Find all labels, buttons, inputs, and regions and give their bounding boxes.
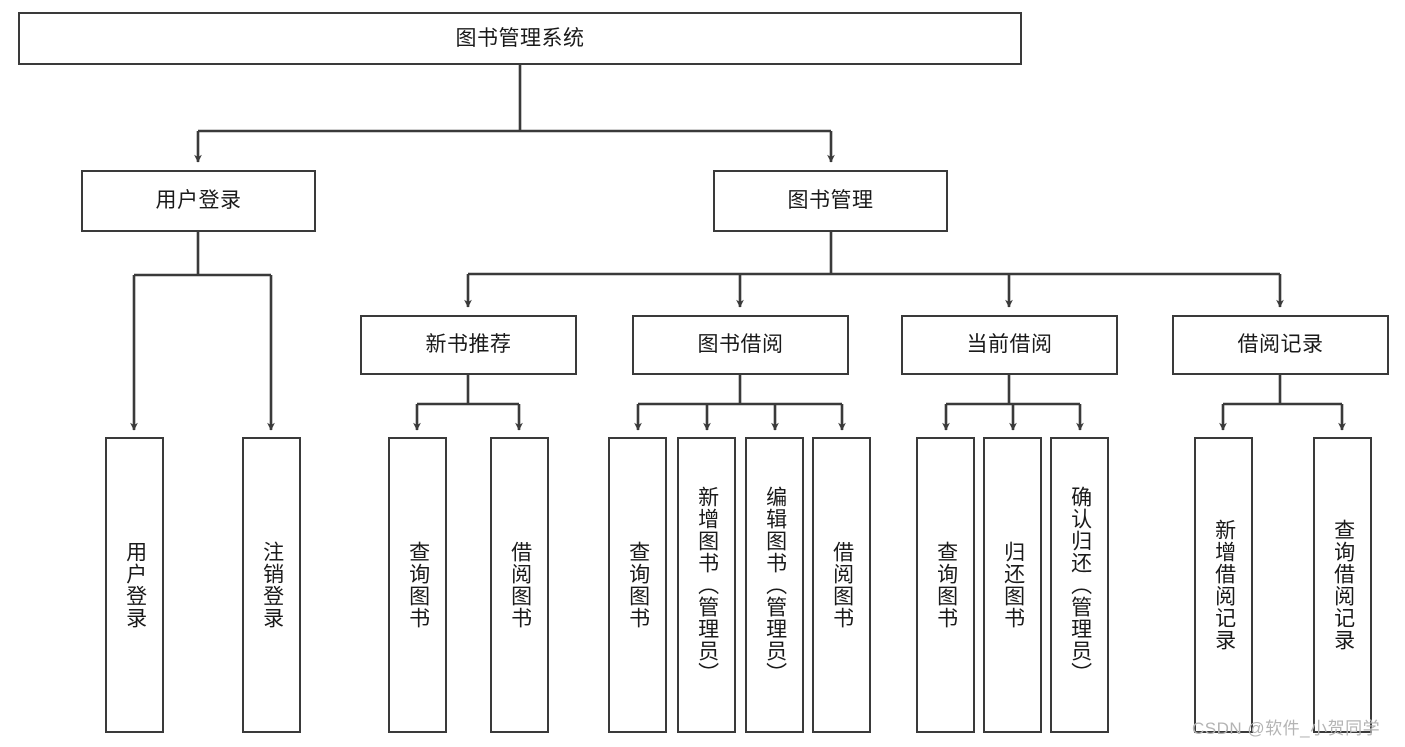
node-leaf-edit-book[interactable]: 编辑图书（管理员） (745, 437, 804, 733)
csdn-watermark: CSDN @软件_小贺同学 (1192, 719, 1381, 738)
node-leaf-query-record-label: 查询借阅记录 (1331, 519, 1355, 651)
node-root[interactable]: 图书管理系统 (18, 12, 1022, 65)
node-leaf-return-book[interactable]: 归还图书 (983, 437, 1042, 733)
node-leaf-borrow-book-2[interactable]: 借阅图书 (812, 437, 871, 733)
node-user-login-label: 用户登录 (155, 189, 242, 213)
node-book-manage[interactable]: 图书管理 (713, 170, 948, 232)
node-leaf-edit-book-label: 编辑图书（管理员） (763, 486, 787, 684)
node-leaf-query-book-2[interactable]: 查询图书 (608, 437, 667, 733)
node-leaf-logout-label: 注销登录 (260, 541, 284, 629)
node-leaf-borrow-book-1[interactable]: 借阅图书 (490, 437, 549, 733)
node-current-borrow-label: 当前借阅 (966, 333, 1053, 357)
node-new-book-recommend-label: 新书推荐 (425, 333, 512, 357)
node-user-login[interactable]: 用户登录 (81, 170, 316, 232)
node-leaf-query-record[interactable]: 查询借阅记录 (1313, 437, 1372, 733)
node-book-manage-label: 图书管理 (787, 189, 874, 213)
node-leaf-return-book-label: 归还图书 (1001, 541, 1025, 629)
node-leaf-query-book-3[interactable]: 查询图书 (916, 437, 975, 733)
node-leaf-user-login-label: 用户登录 (123, 541, 147, 629)
node-leaf-logout[interactable]: 注销登录 (242, 437, 301, 733)
node-leaf-borrow-book-1-label: 借阅图书 (508, 541, 532, 629)
node-book-borrow-label: 图书借阅 (697, 333, 784, 357)
node-leaf-query-book-1-label: 查询图书 (406, 541, 430, 629)
node-leaf-query-book-1[interactable]: 查询图书 (388, 437, 447, 733)
node-leaf-confirm-return[interactable]: 确认归还（管理员） (1050, 437, 1109, 733)
node-leaf-query-book-3-label: 查询图书 (934, 541, 958, 629)
node-current-borrow[interactable]: 当前借阅 (901, 315, 1118, 375)
node-leaf-borrow-book-2-label: 借阅图书 (830, 541, 854, 629)
node-borrow-record[interactable]: 借阅记录 (1172, 315, 1389, 375)
node-leaf-add-book[interactable]: 新增图书（管理员） (677, 437, 736, 733)
node-leaf-add-record[interactable]: 新增借阅记录 (1194, 437, 1253, 733)
node-leaf-query-book-2-label: 查询图书 (626, 541, 650, 629)
node-new-book-recommend[interactable]: 新书推荐 (360, 315, 577, 375)
node-leaf-add-record-label: 新增借阅记录 (1212, 519, 1236, 651)
node-leaf-user-login[interactable]: 用户登录 (105, 437, 164, 733)
node-book-borrow[interactable]: 图书借阅 (632, 315, 849, 375)
node-leaf-confirm-return-label: 确认归还（管理员） (1068, 486, 1092, 684)
node-borrow-record-label: 借阅记录 (1237, 333, 1324, 357)
node-root-label: 图书管理系统 (455, 26, 585, 50)
node-leaf-add-book-label: 新增图书（管理员） (695, 486, 719, 684)
